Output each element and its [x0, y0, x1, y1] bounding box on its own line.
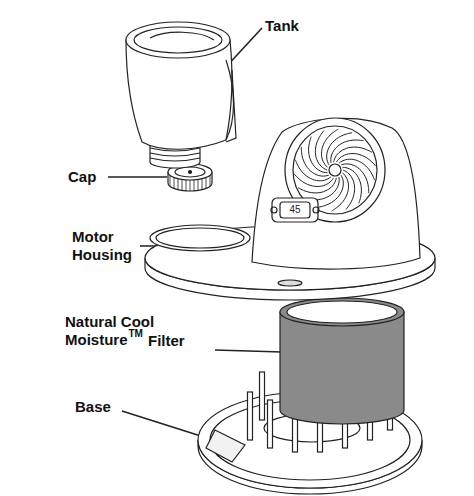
base-tray — [248, 392, 253, 440]
motor-housing — [280, 202, 310, 218]
base-tray — [268, 400, 273, 448]
motor-housing — [271, 207, 277, 213]
cap-knurl — [186, 180, 187, 191]
trademark-mark: TM — [129, 329, 143, 339]
water-tank — [150, 32, 214, 40]
filter-cylinder — [280, 312, 404, 424]
tank-thread — [150, 148, 200, 161]
part-label: Tank — [265, 17, 299, 35]
water-tank — [226, 70, 236, 142]
fan-grille — [343, 167, 362, 203]
filter-cylinder — [280, 298, 404, 326]
motor-housing — [278, 280, 302, 286]
filter-cylinder — [287, 301, 397, 323]
cap-knurl — [210, 175, 211, 186]
water-tank — [126, 22, 236, 168]
part-label: Filter — [148, 332, 185, 350]
cap-knurl — [182, 179, 183, 190]
base-tray — [206, 430, 245, 462]
fan-grille — [315, 130, 327, 170]
motor-housing — [329, 164, 341, 176]
water-tank — [134, 27, 222, 53]
cap-knurl — [198, 179, 199, 190]
motor-housing — [313, 207, 319, 213]
cap-knurl — [190, 180, 191, 191]
motor-housing — [252, 118, 420, 269]
cap-knurl — [202, 179, 203, 190]
filter-cylinder — [280, 298, 404, 424]
fan-grille — [339, 159, 375, 180]
fan-grille — [341, 164, 369, 193]
tank-thread — [150, 153, 200, 156]
cap-knurl — [206, 177, 207, 188]
motor-housing — [150, 225, 250, 251]
cap-knurl — [174, 177, 175, 188]
part-label: Base — [75, 398, 111, 416]
cap-knurl — [170, 175, 210, 191]
cap-knurl — [194, 180, 195, 191]
water-tank — [126, 22, 230, 58]
leader-line — [215, 350, 282, 352]
motor-housing — [156, 228, 244, 248]
leader-line — [108, 176, 167, 178]
cap-knurl — [170, 175, 171, 186]
motor-housing — [285, 118, 385, 222]
motor-housing — [272, 198, 318, 222]
tank-thread — [150, 158, 200, 161]
cap-knurl — [178, 179, 179, 190]
part-label: Cap — [68, 168, 96, 186]
base-tray — [260, 372, 265, 420]
fan-grille — [343, 170, 355, 210]
part-label: Motor Housing — [72, 228, 142, 264]
display-readout: 45 — [289, 204, 300, 216]
cap — [189, 171, 192, 174]
fan-grille — [295, 160, 331, 181]
